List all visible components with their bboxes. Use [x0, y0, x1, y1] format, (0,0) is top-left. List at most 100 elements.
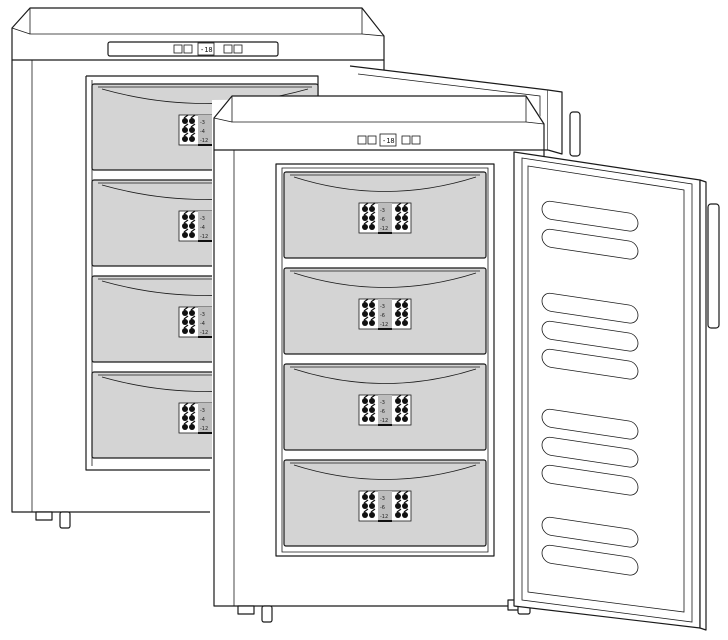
door-shelf-9: [541, 516, 639, 548]
fruit-icon: [402, 202, 409, 212]
front-drawer-4-rating-2: -6: [380, 505, 385, 511]
rear-light-button: [183, 44, 193, 54]
front-drawers: -3-6-12-3-6-12-3-6-12-3-6-12: [283, 171, 487, 547]
poultry-icon: [369, 298, 376, 308]
front-drawer-1: -3-6-12: [283, 171, 487, 259]
door-shelf-7: [541, 436, 639, 468]
front-door-handle: [707, 203, 720, 329]
front-drawer-3-label: -3-6-12: [358, 394, 412, 426]
front-drawer-2-rating-3: -12: [380, 322, 388, 328]
rear-drawer-1-rating-2: -4: [200, 129, 205, 135]
meat-icon: [362, 490, 369, 500]
fish-icon: [362, 211, 369, 221]
rear-display-value: -18: [200, 46, 213, 54]
fish-icon: [362, 307, 369, 317]
fruit-icon: [369, 211, 376, 221]
front-drawer-2-rating-2: -6: [380, 313, 385, 319]
vegetable-icon: [182, 324, 189, 334]
front-drawer-1-rating-3: -12: [380, 226, 388, 232]
front-down-button: [401, 135, 411, 145]
front-freezer-lid: [213, 95, 545, 151]
bread-icon: [402, 499, 409, 509]
bread-icon: [369, 316, 376, 326]
door-shelf-10: [541, 544, 639, 576]
poultry-icon: [395, 412, 402, 422]
meat-icon: [402, 316, 409, 326]
door-shelf-6: [541, 408, 639, 440]
vegetable-icon: [395, 307, 402, 317]
poultry-icon: [395, 220, 402, 230]
fruit-icon: [189, 219, 196, 229]
front-up-button: [411, 135, 421, 145]
bread-icon: [189, 132, 196, 142]
front-temperature-display: [379, 133, 397, 147]
meat-icon: [362, 202, 369, 212]
meat-icon: [182, 402, 189, 412]
rear-control-panel: -18: [107, 41, 279, 57]
bread-icon: [369, 412, 376, 422]
rear-drawer-4-rating-2: -4: [200, 417, 205, 423]
meat-icon: [402, 508, 409, 518]
fish-icon: [362, 499, 369, 509]
bread-icon: [402, 211, 409, 221]
front-drawer-3-rating-3: -12: [380, 418, 388, 424]
vegetable-icon: [362, 316, 369, 326]
rear-drawer-2-rating-2: -4: [200, 225, 205, 231]
fish-icon: [395, 490, 402, 500]
front-drawer-4: -3-6-12: [283, 459, 487, 547]
bread-icon: [402, 307, 409, 317]
door-shelf-2: [541, 228, 639, 260]
meat-icon: [402, 220, 409, 230]
front-drawer-2-rating-1: -3: [380, 304, 385, 310]
fruit-icon: [402, 298, 409, 308]
front-door-shelves: [541, 200, 639, 576]
fruit-icon: [402, 394, 409, 404]
meat-icon: [182, 306, 189, 316]
rear-drawer-4-rating-3: -12: [200, 426, 208, 432]
poultry-icon: [369, 202, 376, 212]
front-drawer-2-label: -3 -6 -12: [358, 298, 412, 330]
bread-icon: [369, 508, 376, 518]
fish-icon: [395, 202, 402, 212]
fish-icon: [182, 411, 189, 421]
front-light-button: [367, 135, 377, 145]
rear-drawer-1-rating-3: -12: [200, 138, 208, 144]
fish-icon: [182, 219, 189, 229]
front-drawer-1-rating-1: -3: [380, 208, 385, 214]
front-drawer-2: -3 -6 -12: [283, 267, 487, 355]
fish-icon: [362, 403, 369, 413]
poultry-icon: [369, 394, 376, 404]
fish-icon: [182, 123, 189, 133]
door-shelf-5: [541, 348, 639, 380]
meat-icon: [362, 298, 369, 308]
door-shelf-1: [541, 200, 639, 232]
rear-drawer-2-rating-1: -3: [200, 216, 205, 222]
rear-drawer-2-rating-3: -12: [200, 234, 208, 240]
fish-icon: [395, 394, 402, 404]
rear-drawer-3-rating-2: -4: [200, 321, 205, 327]
front-freezer: -18 -3-6-12-3-6-12-3-6-12-3-6-12: [212, 95, 720, 631]
fruit-icon: [402, 490, 409, 500]
bread-icon: [402, 403, 409, 413]
vegetable-icon: [395, 499, 402, 509]
rear-drawer-3-rating-1: -3: [200, 312, 205, 318]
poultry-icon: [369, 490, 376, 500]
bread-icon: [189, 420, 196, 430]
fruit-icon: [369, 307, 376, 317]
rear-door-handle: [569, 111, 581, 157]
front-drawer-4-rating-3: -12: [380, 514, 388, 520]
poultry-icon: [395, 508, 402, 518]
fruit-icon: [369, 499, 376, 509]
fruit-icon: [369, 403, 376, 413]
front-cabinet: [213, 150, 514, 607]
rear-drawer-1-rating-1: -3: [200, 120, 205, 126]
rear-down-button: [223, 44, 233, 54]
front-drawer-3-rating-2: -6: [380, 409, 385, 415]
door-shelf-4: [541, 320, 639, 352]
rear-drawer-3-rating-3: -12: [200, 330, 208, 336]
fish-icon: [182, 315, 189, 325]
fruit-icon: [189, 123, 196, 133]
bread-icon: [189, 324, 196, 334]
